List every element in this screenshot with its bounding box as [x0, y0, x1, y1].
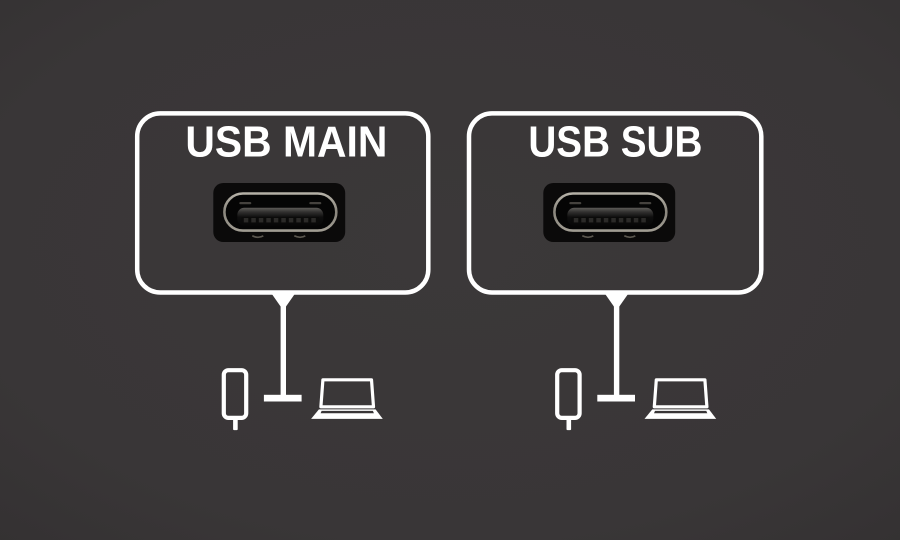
svg-text:USB MAIN: USB MAIN: [185, 118, 387, 166]
svg-text:USB SUB: USB SUB: [528, 118, 702, 166]
